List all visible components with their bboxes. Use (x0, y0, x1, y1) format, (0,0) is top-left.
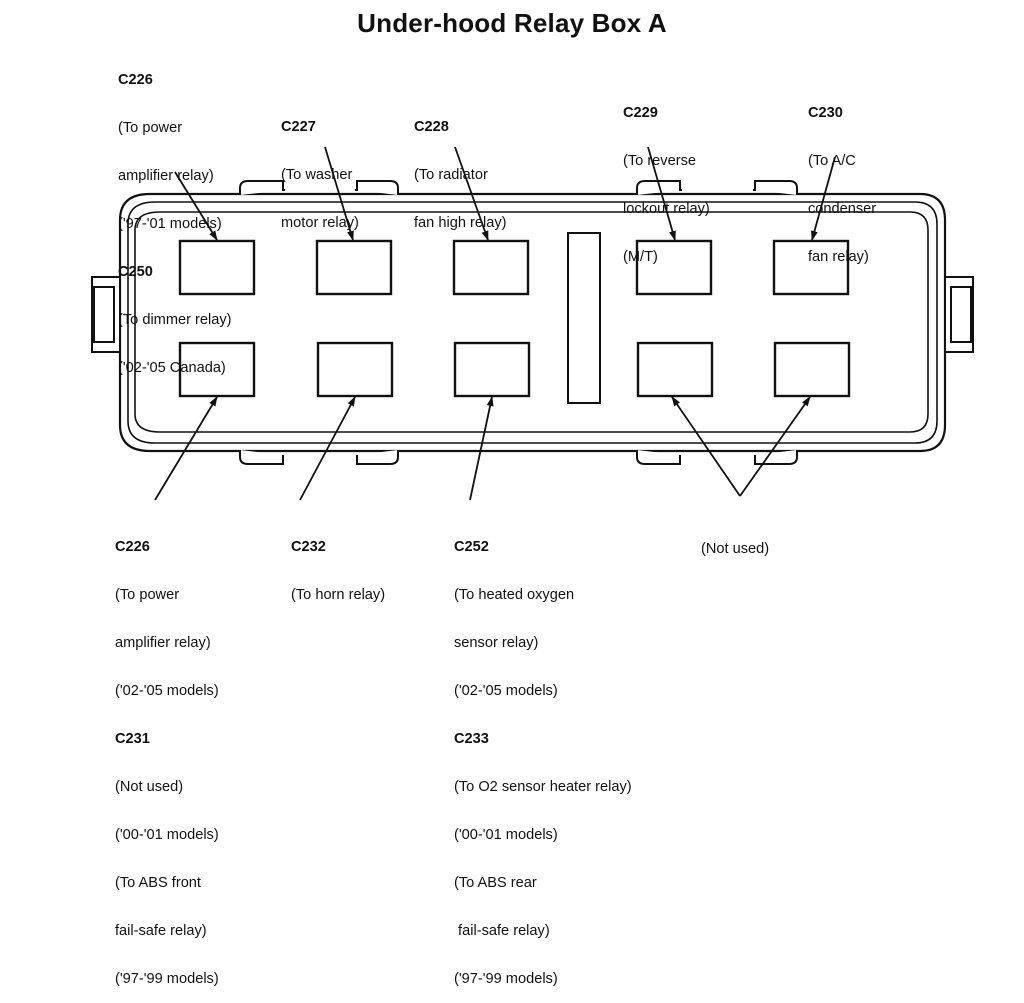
label-line: (To power (115, 587, 180, 603)
label-line: ('02-'05 Canada) (118, 360, 226, 376)
connector-code: C227 (281, 119, 316, 135)
connector-code: C250 (118, 264, 153, 280)
leader-c229 (647, 146, 676, 241)
relay-socket-c226-c231 (178, 341, 256, 398)
label-line: (Not used) (701, 541, 770, 557)
housing-outer-outline (118, 192, 947, 453)
leader-c252-c233 (469, 396, 494, 501)
housing-tab-bottom-1 (239, 450, 284, 465)
label-line: ('97-'99 models) (115, 971, 219, 987)
connector-code: C231 (115, 731, 150, 747)
label-line: ('97-'01 models) (118, 216, 222, 232)
leader-not-used-2 (739, 396, 811, 497)
connector-code: C226 (118, 72, 153, 88)
housing-middle-outline (127, 201, 938, 444)
label-c227: C227 (To washer motor relay) (281, 87, 359, 247)
label-line: (To washer (281, 167, 353, 183)
leader-c230 (811, 156, 836, 241)
label-line: lockout relay) (623, 201, 710, 217)
label-line: (To reverse (623, 153, 696, 169)
leader-not-used-1 (671, 396, 741, 497)
relay-socket-c230 (772, 239, 850, 296)
label-line: ('00-'01 models) (115, 827, 219, 843)
housing-tab-bottom-2 (356, 450, 399, 465)
side-latch-right (944, 276, 974, 353)
label-line: sensor relay) (454, 635, 539, 651)
label-line: (To ABS front (115, 875, 201, 891)
relay-socket-c232 (316, 341, 394, 398)
label-line: ('97-'99 models) (454, 971, 558, 987)
side-latch-right-inner (950, 286, 972, 343)
housing-inner-outline (134, 211, 929, 433)
label-line: (To radiator (414, 167, 488, 183)
label-line: amplifier relay) (118, 168, 214, 184)
label-line: (To O2 sensor heater relay) (454, 779, 632, 795)
connector-code: C229 (623, 105, 658, 121)
connector-code: C230 (808, 105, 843, 121)
connector-code: C228 (414, 119, 449, 135)
label-line: ('00-'01 models) (454, 827, 558, 843)
label-line: ('02-'05 models) (115, 683, 219, 699)
leader-c226-c250 (174, 171, 218, 241)
label-c232: C232 (To horn relay) (291, 507, 385, 619)
label-line: ('02-'05 models) (454, 683, 558, 699)
relay-socket-c226-c250 (178, 239, 256, 296)
label-not-used: (Not used) (701, 509, 769, 573)
label-line: (To power (118, 120, 183, 136)
leader-c232 (299, 396, 356, 501)
housing-tab-bottom-3 (636, 450, 681, 465)
diagram-title: Under-hood Relay Box A (357, 8, 667, 38)
connector-code: C232 (291, 539, 326, 555)
label-line: motor relay) (281, 215, 359, 231)
label-line: (To ABS rear (454, 875, 537, 891)
leader-c228 (454, 146, 489, 241)
label-line: (Not used) (115, 779, 184, 795)
leader-c227 (324, 146, 354, 241)
housing-tab-top-2 (355, 180, 399, 195)
center-slot (567, 232, 601, 404)
label-line: condenser (808, 201, 877, 217)
label-c229: C229 (To reverse lockout relay) (M/T) (623, 73, 710, 281)
label-line: (To dimmer relay) (118, 312, 232, 328)
label-line: (To heated oxygen (454, 587, 575, 603)
housing-tab-top-4 (753, 180, 798, 195)
label-c228: C228 (To radiator fan high relay) (414, 87, 506, 247)
label-c252-c233: C252 (To heated oxygen sensor relay) ('0… (454, 507, 632, 1003)
label-c226-c231-bottom: C226 (To power amplifier relay) ('02-'05… (115, 507, 219, 1003)
label-line: (To horn relay) (291, 587, 386, 603)
leader-c226-c231 (154, 396, 218, 501)
connector-code: C252 (454, 539, 489, 555)
relay-socket-c252-c233 (453, 341, 531, 398)
housing-tab-top-1 (239, 180, 285, 195)
side-latch-left-inner (93, 286, 115, 343)
relay-socket-c227 (315, 239, 393, 296)
relay-socket-c229 (635, 239, 713, 296)
label-c230: C230 (To A/C condenser fan relay) (808, 73, 876, 281)
relay-socket-unused-1 (636, 341, 714, 398)
label-line: amplifier relay) (115, 635, 211, 651)
label-line: fail-safe relay) (454, 923, 550, 939)
relay-socket-unused-2 (773, 341, 851, 398)
label-line: fan high relay) (414, 215, 507, 231)
label-line: (To A/C (808, 153, 856, 169)
label-line: (M/T) (623, 249, 658, 265)
relay-socket-c228 (452, 239, 530, 296)
side-latch-left (91, 276, 121, 353)
connector-code: C233 (454, 731, 489, 747)
connector-code: C226 (115, 539, 150, 555)
label-line: fail-safe relay) (115, 923, 207, 939)
label-line: fan relay) (808, 249, 869, 265)
label-c226-c250-top: C226 (To power amplifier relay) ('97-'01… (118, 40, 232, 392)
relay-box-diagram (91, 146, 974, 501)
